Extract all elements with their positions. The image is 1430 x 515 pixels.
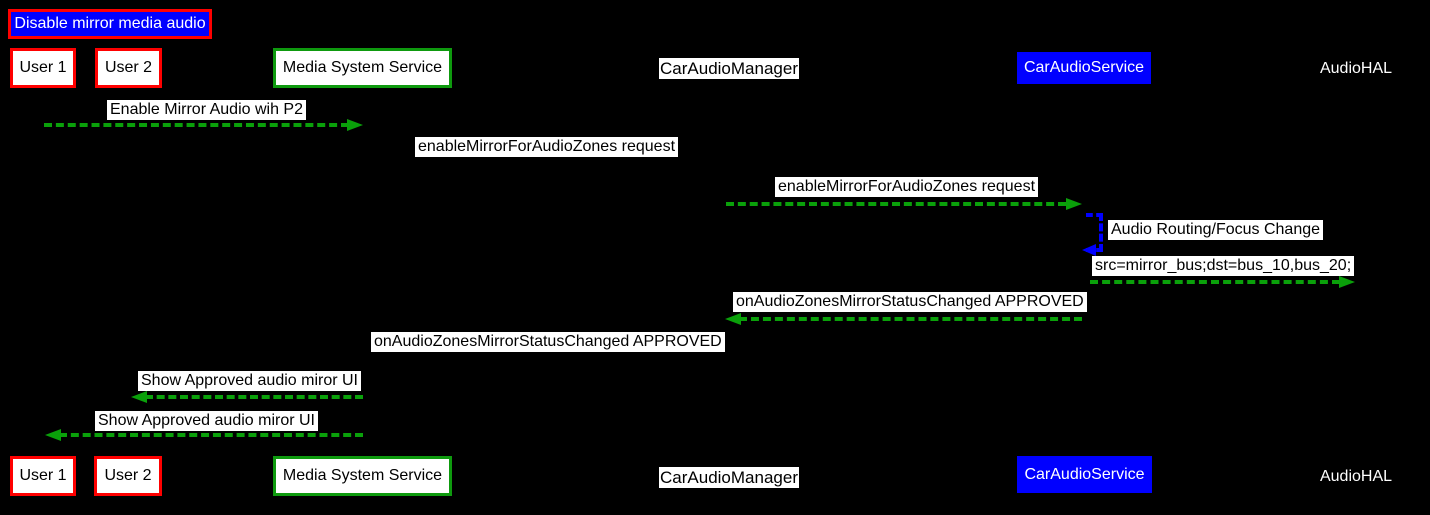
- arrow-line-enable-mirror-audio: [44, 123, 349, 127]
- message-label-src-mirror-bus: src=mirror_bus;dst=bus_10,bus_20;: [1092, 256, 1355, 276]
- actor-car-audio-service-bottom: CarAudioService: [1017, 456, 1152, 493]
- arrowhead-right-icon: [1339, 276, 1355, 288]
- actor-car-audio-manager-top: CarAudioManager: [659, 58, 799, 79]
- actor-media-system-service-bottom: Media System Service: [273, 456, 452, 496]
- actor-user2-bottom: User 2: [94, 456, 162, 496]
- actor-car-audio-service-top: CarAudioService: [1017, 52, 1151, 84]
- actor-user1-top: User 1: [10, 48, 76, 88]
- arrow-line-enable-mirror-zones-2: [726, 202, 1066, 206]
- message-label-audio-routing: Audio Routing/Focus Change: [1108, 220, 1324, 240]
- actor-audio-hal-bottom: AudioHAL: [1319, 468, 1393, 485]
- message-label-show-approved-2: Show Approved audio miror UI: [95, 411, 318, 431]
- message-label-status-changed-1: onAudioZonesMirrorStatusChanged APPROVED: [733, 292, 1087, 312]
- message-label-show-approved-1: Show Approved audio miror UI: [138, 371, 361, 391]
- diagram-title: Disable mirror media audio: [8, 9, 212, 39]
- arrow-line-src-mirror-bus: [1090, 280, 1340, 284]
- actor-user1-bottom: User 1: [10, 456, 76, 496]
- actor-user2-top: User 2: [95, 48, 162, 88]
- arrowhead-left-icon: [1082, 244, 1096, 256]
- actor-car-audio-manager-bottom: CarAudioManager: [659, 467, 799, 488]
- message-label-enable-mirror-zones-2: enableMirrorForAudioZones request: [775, 177, 1039, 197]
- arrowhead-left-icon: [131, 391, 147, 403]
- arrow-line-show-approved-2: [59, 433, 363, 437]
- arrow-line-status-changed-1: [739, 317, 1082, 321]
- arrowhead-left-icon: [725, 313, 741, 325]
- arrowhead-right-icon: [1066, 198, 1082, 210]
- arrowhead-left-icon: [45, 429, 61, 441]
- arrow-line-show-approved-1: [145, 395, 363, 399]
- message-label-enable-mirror-zones-1: enableMirrorForAudioZones request: [415, 137, 679, 157]
- message-label-enable-mirror-audio: Enable Mirror Audio wih P2: [107, 100, 306, 120]
- actor-media-system-service-top: Media System Service: [273, 48, 452, 88]
- message-label-status-changed-2: onAudioZonesMirrorStatusChanged APPROVED: [371, 332, 725, 352]
- arrowhead-right-icon: [347, 119, 363, 131]
- actor-audio-hal-top: AudioHAL: [1319, 60, 1393, 77]
